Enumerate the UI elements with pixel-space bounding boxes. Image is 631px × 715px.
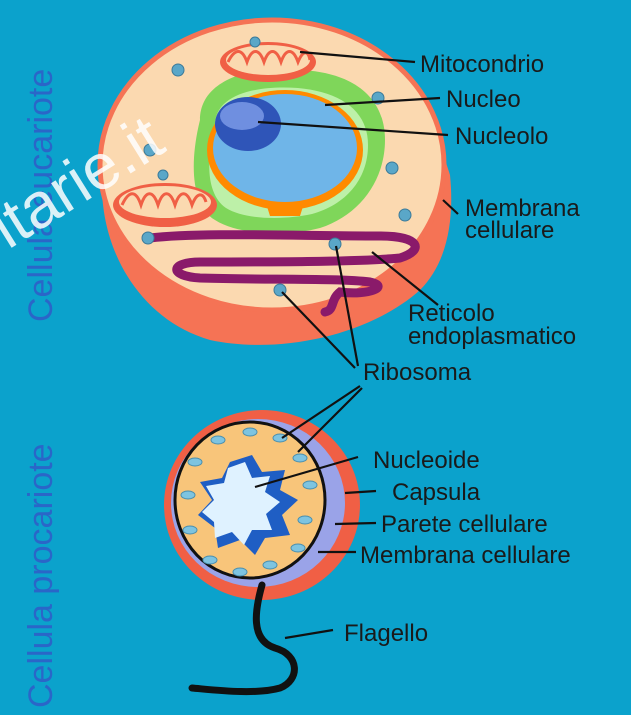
label-nucleolus: Nucleolo <box>455 123 548 150</box>
label-ribosome: Ribosoma <box>363 359 472 386</box>
label-flagellum: Flagello <box>344 620 428 647</box>
label-membrane-line2: cellulare <box>465 217 554 244</box>
label-nucleoid: Nucleoide <box>373 447 480 474</box>
label-cell-membrane: Membrana cellulare <box>360 542 571 569</box>
prokaryotic-cell <box>164 410 360 692</box>
label-cell-wall: Parete cellulare <box>381 511 548 538</box>
label-capsule: Capsula <box>392 479 481 506</box>
prok-flagellum <box>192 585 294 692</box>
euk-nuclear-pore <box>265 200 305 216</box>
side-title-prokaryote: Cellula procariote <box>22 443 60 708</box>
label-er-line2: endoplasmatico <box>408 323 576 350</box>
euk-nucleolus-highlight <box>220 102 264 130</box>
label-nucleus: Nucleo <box>446 86 521 113</box>
eukaryotic-cell <box>100 20 451 345</box>
euk-mitochondrion-top <box>220 42 316 82</box>
label-mitochondrion: Mitocondrio <box>420 51 544 78</box>
